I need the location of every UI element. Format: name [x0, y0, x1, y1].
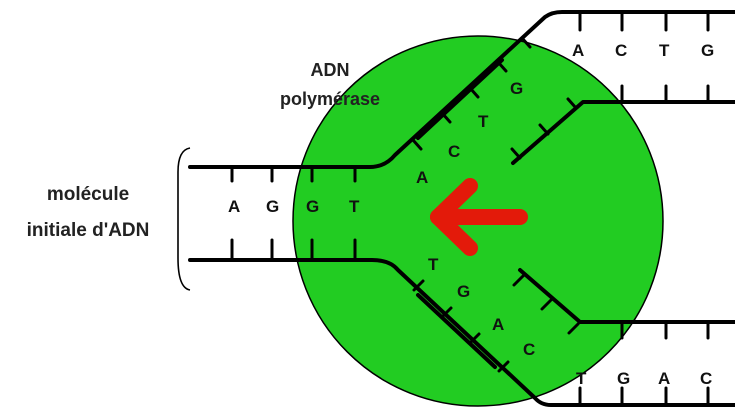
- molecule-bracket: [177, 147, 191, 291]
- base-top-template: G: [701, 41, 714, 60]
- initial-ticks: [230, 165, 357, 262]
- base-bottom-new: A: [492, 315, 504, 334]
- base-bottom-template: G: [617, 369, 630, 388]
- base-bottom-new: C: [523, 340, 535, 359]
- base-top-new: C: [448, 142, 460, 161]
- base-initial: T: [349, 197, 360, 216]
- top-diagonal-rungs: [411, 36, 578, 160]
- base-bottom-new: G: [457, 282, 470, 301]
- top-template-strand: [188, 10, 735, 169]
- base-bottom-template: A: [658, 369, 670, 388]
- molecule-label-line1: molécule: [47, 184, 129, 205]
- base-initial: A: [228, 197, 240, 216]
- enzyme-label-line2: polymérase: [280, 89, 380, 109]
- bottom-new-strand: [416, 293, 497, 369]
- base-bottom-template: T: [576, 369, 587, 388]
- base-initial: G: [306, 197, 319, 216]
- arrow-icon: [430, 178, 528, 256]
- enzyme-label-line1: ADN: [311, 60, 350, 80]
- top-new-strand-tail: [511, 100, 735, 165]
- base-bottom-new: T: [428, 255, 439, 274]
- bottom-template-strand: [188, 258, 735, 407]
- base-top-template: A: [572, 41, 584, 60]
- base-top-new: G: [510, 79, 523, 98]
- molecule-label-line2: initiale d'ADN: [27, 220, 150, 241]
- right-ticks: [578, 10, 710, 407]
- base-top-new: A: [416, 168, 428, 187]
- base-top-template: C: [615, 41, 627, 60]
- bottom-diagonal-rungs: [412, 274, 580, 373]
- base-top-new: T: [478, 112, 489, 131]
- base-bottom-template: C: [700, 369, 712, 388]
- bottom-new-strand-tail: [518, 268, 735, 324]
- top-new-strand: [416, 58, 504, 140]
- base-initial: G: [266, 197, 279, 216]
- base-top-template: T: [659, 41, 670, 60]
